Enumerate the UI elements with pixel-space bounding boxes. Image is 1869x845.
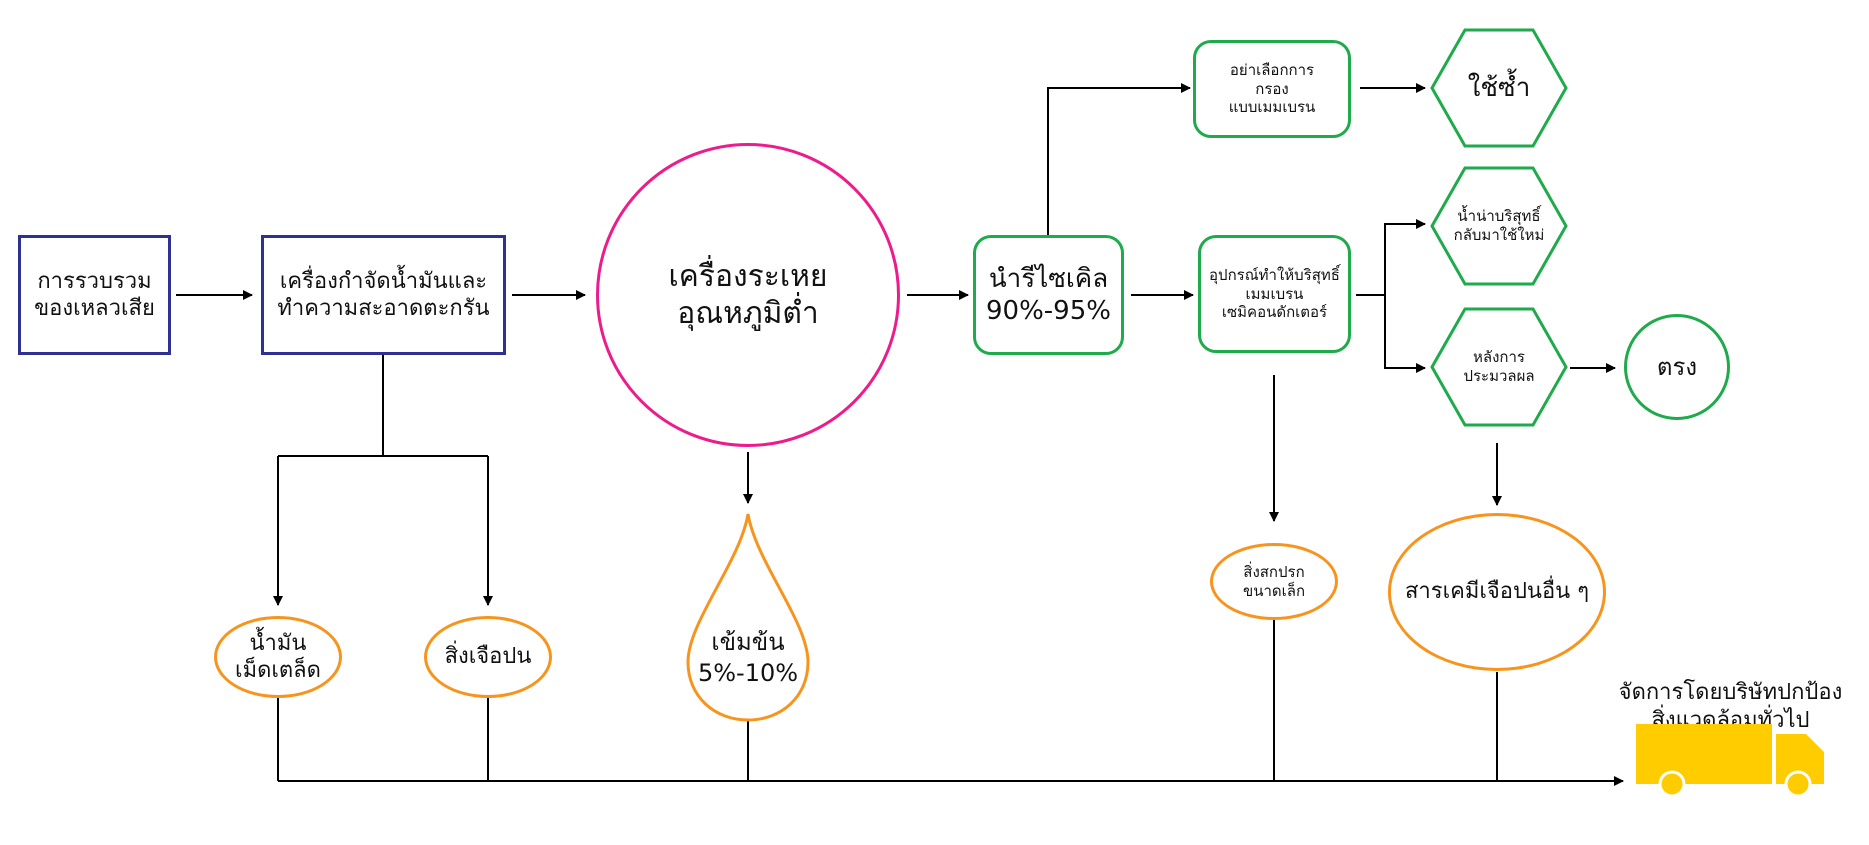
purifier-label: อุปกรณ์ทำให้บริสุทธิ์ เมมเบรน เซมิคอนดัก…: [1209, 265, 1340, 322]
after-process-hexagon: หลังการ ประมวลผล: [1430, 307, 1568, 427]
arrow-recycle-to-membrane: [1047, 83, 1191, 235]
impurities-label: สิ่งเจือปน: [444, 644, 532, 670]
reuse-label: ใช้ซ้ำ: [1467, 72, 1531, 103]
direct-circle: ตรง: [1624, 314, 1730, 420]
oil-removal-box: เครื่องกำจัดน้ำมันและ ทำความสะอาดตะกรัน: [261, 235, 506, 355]
membrane-select-box: อย่าเลือกการ กรอง แบบเมมเบรน: [1193, 40, 1351, 138]
evaporator-circle: เครื่องระเหย อุณหภูมิต่ำ: [596, 143, 900, 447]
other-chemicals-ellipse: สารเคมีเจือปนอื่น ๆ: [1388, 513, 1606, 671]
hexagon-shape: [1430, 28, 1568, 148]
hexagon-shape: [1430, 307, 1568, 427]
droplet-shape: [686, 513, 810, 722]
purifier-box: อุปกรณ์ทำให้บริสุทธิ์ เมมเบรน เซมิคอนดัก…: [1198, 235, 1351, 353]
purified-water-label: น้ำน่าบริสุทธิ์ กลับมาใช้ใหม่: [1453, 207, 1545, 244]
reuse-hexagon: ใช้ซ้ำ: [1430, 28, 1568, 148]
collection-label: การรวบรวม ของเหลวเสีย: [34, 268, 155, 322]
collection-box: การรวบรวม ของเหลวเสีย: [18, 235, 171, 355]
truck-icon: [1636, 724, 1824, 798]
arrow-purifier-to-after-process: [1384, 295, 1426, 373]
membrane-select-label: อย่าเลือกการ กรอง แบบเมมเบรน: [1228, 60, 1316, 117]
after-process-label: หลังการ ประมวลผล: [1463, 348, 1535, 385]
concentrate-label: เข้มข้น 5%-10%: [697, 627, 799, 687]
impurities-ellipse: สิ่งเจือปน: [424, 616, 552, 698]
hexagon-shape: [1430, 166, 1568, 286]
oil-droplets-ellipse: น้ำมัน เม็ดเตล็ด: [214, 616, 342, 698]
recycle-label: นำรีไซเคิล 90%-95%: [986, 263, 1111, 327]
small-particles-label: สิ่งสกปรก ขนาดเล็ก: [1242, 562, 1306, 600]
other-chemicals-label: สารเคมีเจือปนอื่น ๆ: [1404, 579, 1590, 605]
purified-water-hexagon: น้ำน่าบริสุทธิ์ กลับมาใช้ใหม่: [1430, 166, 1568, 286]
recycle-box: นำรีไซเคิล 90%-95%: [973, 235, 1124, 355]
small-particles-ellipse: สิ่งสกปรก ขนาดเล็ก: [1210, 543, 1338, 620]
oil-droplets-label: น้ำมัน เม็ดเตล็ด: [235, 630, 321, 684]
direct-label: ตรง: [1656, 353, 1698, 381]
evaporator-label: เครื่องระเหย อุณหภูมิต่ำ: [668, 258, 828, 332]
arrow-purifier-to-purified-water: [1384, 219, 1426, 295]
concentrate-droplet: เข้มข้น 5%-10%: [686, 512, 810, 724]
oil-removal-label: เครื่องกำจัดน้ำมันและ ทำความสะอาดตะกรัน: [277, 268, 490, 322]
